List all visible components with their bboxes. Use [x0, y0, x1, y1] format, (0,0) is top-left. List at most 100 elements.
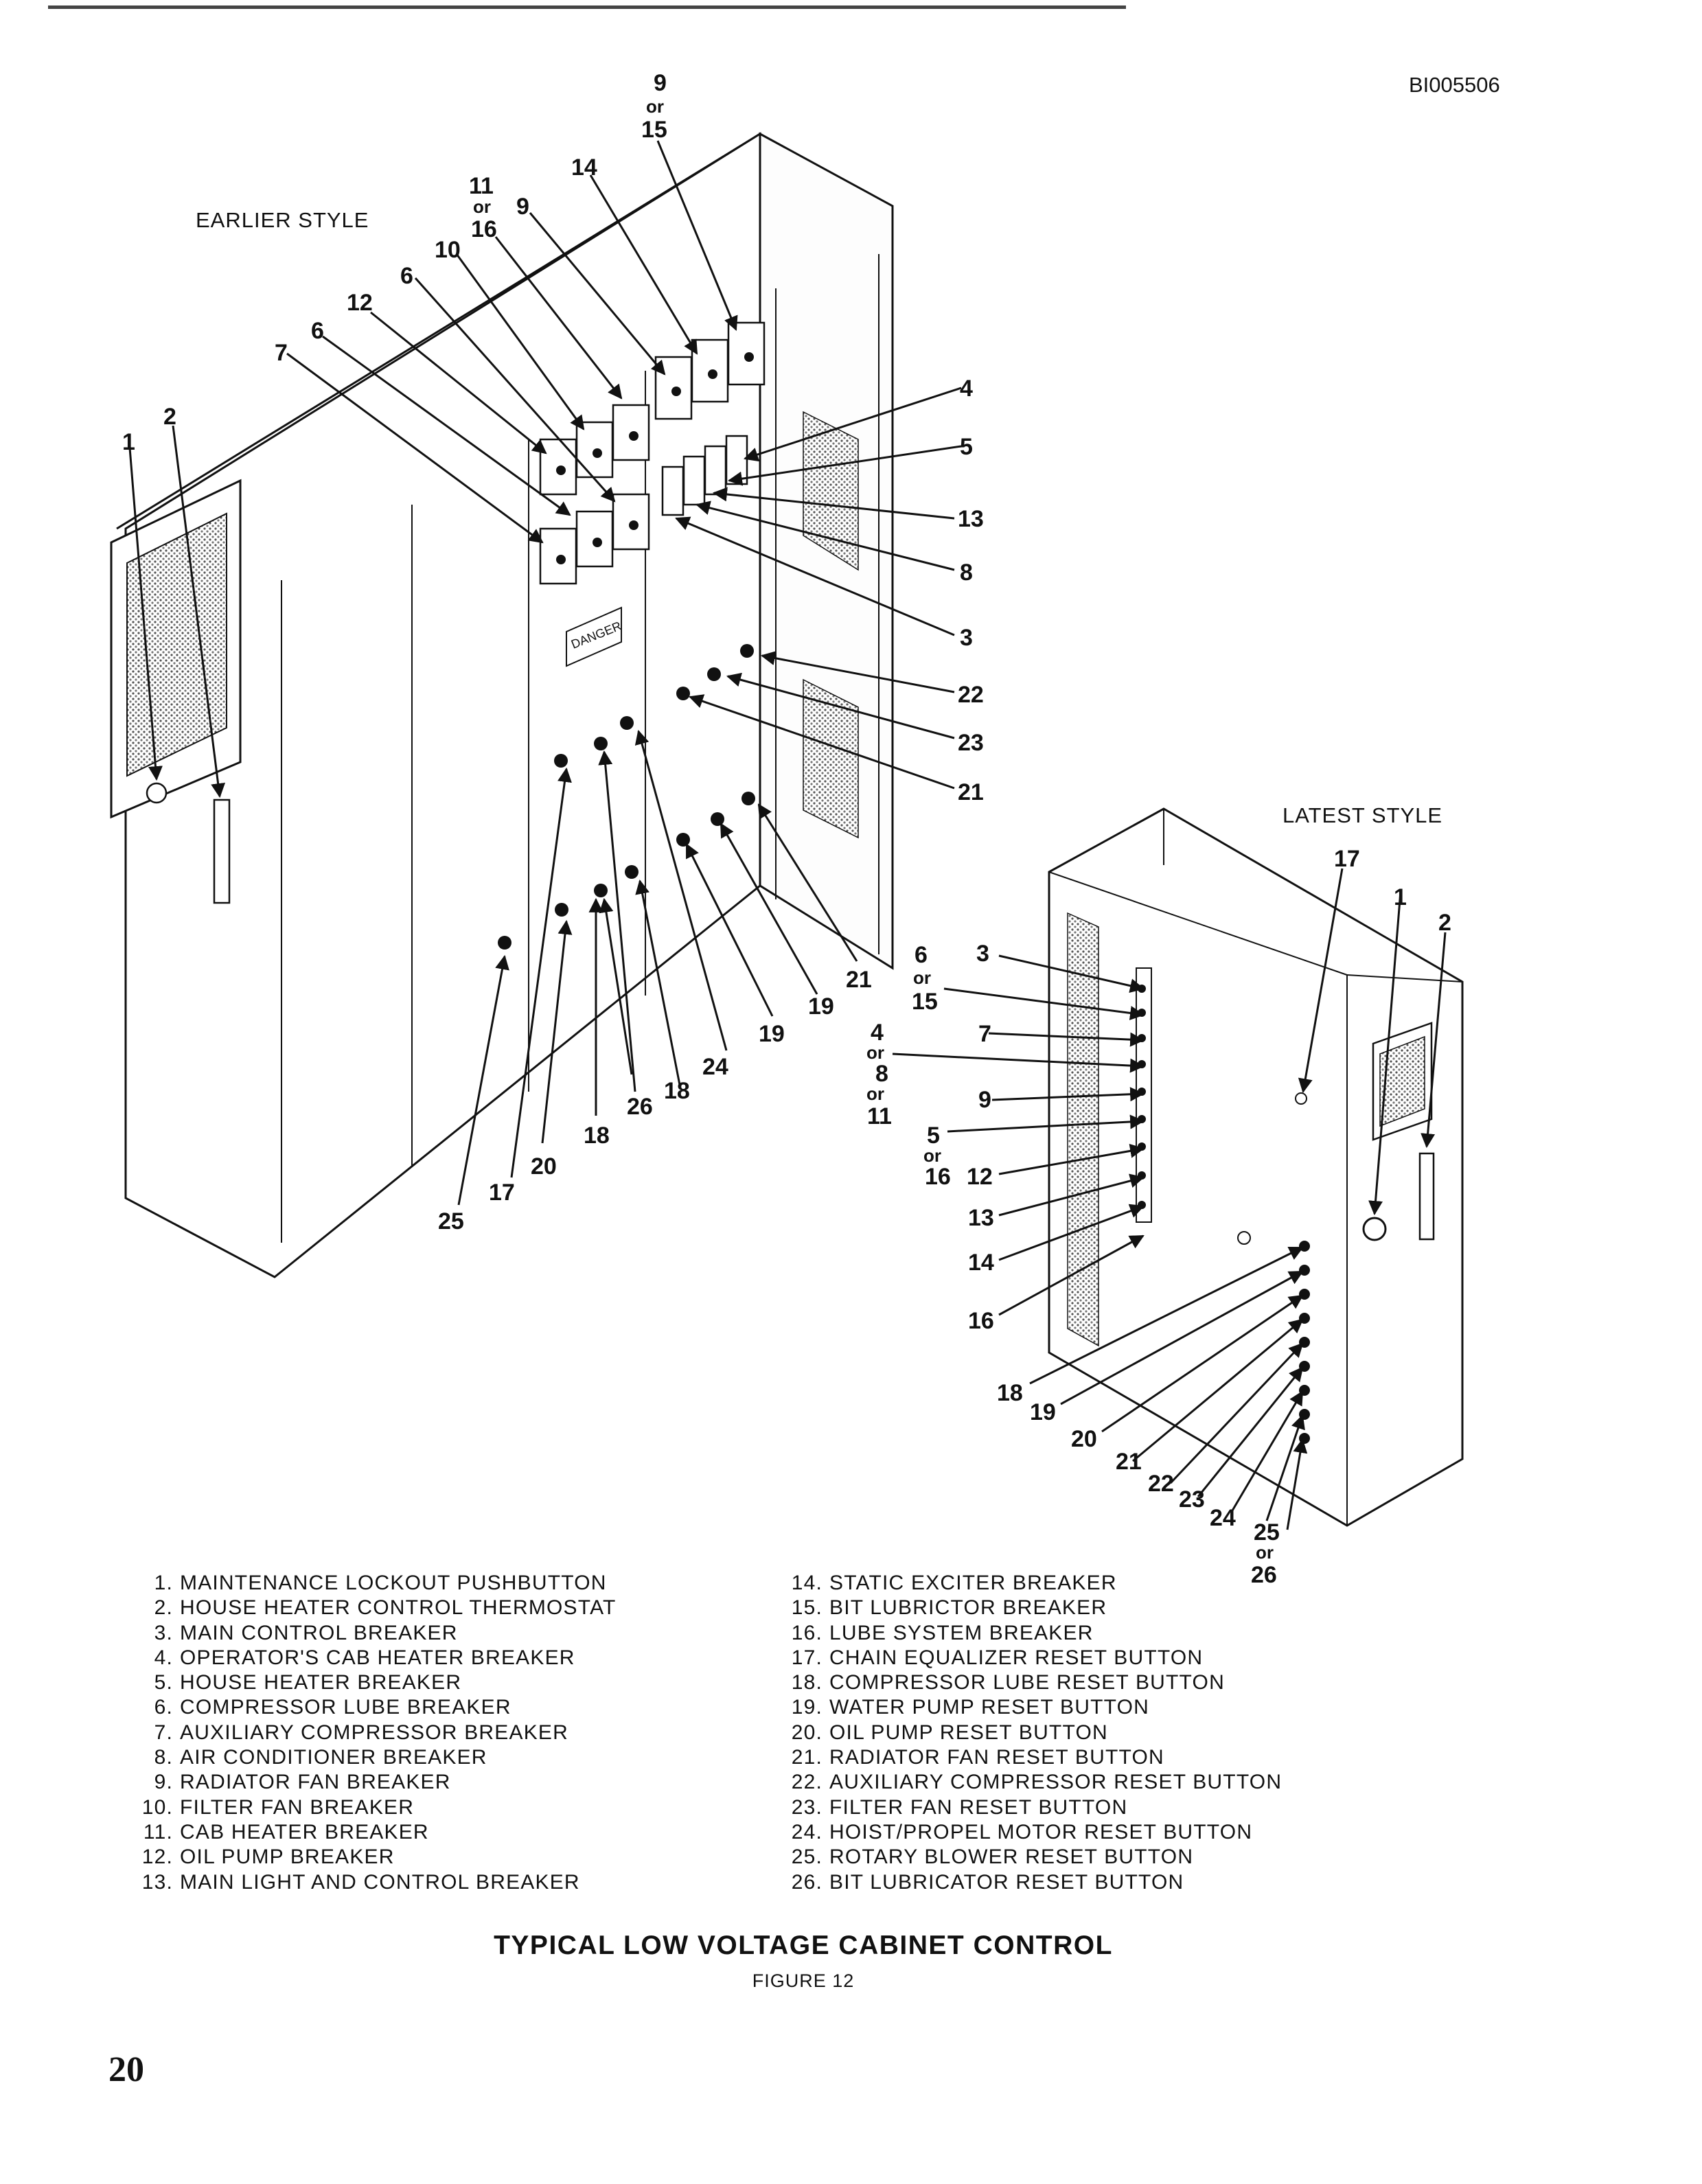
legend-item: 24.HOIST/PROPEL MOTOR RESET BUTTON: [791, 1820, 1253, 1843]
latest-callouts: 17 1 2 6 or 15 3 4 or 8 or 11 7 9 5 or 1…: [866, 846, 1451, 1588]
callout-24: 24: [702, 1054, 728, 1080]
earlier-style-cabinet: DANGER: [110, 132, 894, 1278]
legend-item: 13.MAIN LIGHT AND CONTROL BREAKER: [141, 1870, 580, 1894]
legend-left: 1.MAINTENANCE LOCKOUT PUSHBUTTON 2.HOUSE…: [130, 1571, 617, 1895]
callout-1: 1: [122, 429, 135, 455]
callout-7: 7: [275, 340, 288, 366]
callout-13: 13: [958, 506, 984, 532]
legend-item: 21.RADIATOR FAN RESET BUTTON: [791, 1746, 1164, 1769]
legend-item: 8.AIR CONDITIONER BREAKER: [154, 1746, 487, 1769]
legend-item: 9.RADIATOR FAN BREAKER: [154, 1771, 451, 1794]
document-id: BI005506: [1409, 73, 1500, 97]
callout-14: 14: [968, 1250, 994, 1276]
callout-17: 17: [1334, 846, 1360, 872]
legend-item: 23.FILTER FAN RESET BUTTON: [791, 1795, 1128, 1819]
earlier-style-label: EARLIER STYLE: [196, 208, 369, 232]
callout-3: 3: [960, 625, 973, 651]
callout-16: 16: [925, 1164, 951, 1190]
callout-20: 20: [531, 1153, 557, 1180]
callout-23: 23: [958, 730, 984, 756]
callout-21: 21: [846, 967, 872, 993]
legend-item: 11.CAB HEATER BREAKER: [143, 1820, 429, 1843]
callout-21: 21: [1116, 1449, 1142, 1475]
callout-20: 20: [1071, 1426, 1097, 1452]
callout-or: or: [1256, 1542, 1274, 1563]
callout-12: 12: [347, 290, 373, 316]
top-rule: [48, 5, 1126, 9]
callout-6: 6: [311, 318, 324, 344]
callout-or: or: [646, 96, 664, 117]
legend-item: 18.COMPRESSOR LUBE RESET BUTTON: [791, 1671, 1225, 1694]
legend-item: 19.WATER PUMP RESET BUTTON: [791, 1696, 1149, 1719]
callout-18: 18: [664, 1078, 690, 1104]
callout-9: 9: [978, 1087, 991, 1113]
legend-item: 1.MAINTENANCE LOCKOUT PUSHBUTTON: [154, 1572, 607, 1594]
callout-16: 16: [471, 216, 497, 242]
legend-item: 16.LUBE SYSTEM BREAKER: [791, 1621, 1094, 1644]
callout-22: 22: [958, 682, 984, 708]
callout-or: or: [913, 967, 931, 988]
callout-5: 5: [960, 434, 973, 460]
legend-item: 22.AUXILIARY COMPRESSOR RESET BUTTON: [791, 1771, 1283, 1794]
callout-3: 3: [976, 941, 989, 967]
legend-item: 2.HOUSE HEATER CONTROL THERMOSTAT: [154, 1596, 617, 1620]
legend-item: 20.OIL PUMP RESET BUTTON: [791, 1721, 1108, 1744]
legend-item: 7.AUXILIARY COMPRESSOR BREAKER: [154, 1721, 568, 1744]
callout-19: 19: [808, 993, 834, 1020]
callout-24: 24: [1210, 1505, 1236, 1531]
legend-item: 3.MAIN CONTROL BREAKER: [154, 1621, 458, 1644]
leader-lines: [128, 140, 1447, 1530]
callout-4: 4: [871, 1020, 884, 1046]
page-number: 20: [108, 2050, 144, 2089]
callout-18: 18: [997, 1380, 1023, 1406]
callout-or: or: [866, 1042, 884, 1063]
callout-11: 11: [469, 173, 494, 199]
figure-title: TYPICAL LOW VOLTAGE CABINET CONTROL: [494, 1931, 1113, 1960]
callout-5: 5: [927, 1123, 940, 1149]
legend-item: 10.FILTER FAN BREAKER: [141, 1795, 415, 1819]
callout-8: 8: [875, 1061, 888, 1087]
callout-2: 2: [1438, 910, 1451, 936]
legend-right: 14.STATIC EXCITER BREAKER 15.BIT LUBRICT…: [780, 1571, 1282, 1895]
callout-18: 18: [584, 1123, 610, 1149]
legend-item: 4.OPERATOR'S CAB HEATER BREAKER: [154, 1646, 575, 1669]
callout-13: 13: [968, 1205, 994, 1231]
callout-26: 26: [1251, 1562, 1277, 1588]
callout-25: 25: [1254, 1519, 1280, 1545]
legend-item: 12.OIL PUMP BREAKER: [141, 1846, 395, 1869]
legend-item: 25.ROTARY BLOWER RESET BUTTON: [791, 1846, 1194, 1869]
callout-19: 19: [1030, 1399, 1056, 1425]
callout-22: 22: [1148, 1471, 1174, 1497]
callout-6: 6: [400, 263, 413, 289]
latest-style-cabinet: [1048, 807, 1464, 1527]
callout-or: or: [866, 1083, 884, 1104]
callout-25: 25: [438, 1208, 464, 1234]
callout-1: 1: [1394, 884, 1407, 910]
callout-8: 8: [960, 560, 973, 586]
callout-15: 15: [912, 989, 938, 1015]
callout-9: 9: [516, 194, 529, 220]
callout-or: or: [923, 1145, 941, 1166]
callout-11: 11: [867, 1103, 892, 1129]
callout-23: 23: [1179, 1486, 1205, 1513]
callout-17: 17: [489, 1180, 515, 1206]
callout-2: 2: [163, 404, 176, 430]
callout-10: 10: [435, 237, 461, 263]
callout-12: 12: [967, 1164, 993, 1190]
callout-4: 4: [960, 376, 973, 402]
callout-or: or: [473, 196, 491, 217]
legend-item: 5.HOUSE HEATER BREAKER: [154, 1671, 462, 1694]
legend-item: 17.CHAIN EQUALIZER RESET BUTTON: [791, 1646, 1204, 1669]
legend-item: 15.BIT LUBRICTOR BREAKER: [791, 1596, 1107, 1620]
callout-9: 9: [654, 70, 667, 96]
legend-item: 6.COMPRESSOR LUBE BREAKER: [154, 1696, 511, 1719]
callout-14: 14: [571, 154, 597, 181]
callout-15: 15: [641, 117, 667, 143]
latest-style-label: LATEST STYLE: [1283, 803, 1443, 827]
callout-19: 19: [759, 1021, 785, 1047]
figure-number: FIGURE 12: [752, 1970, 855, 1991]
callout-7: 7: [978, 1021, 991, 1047]
callout-21: 21: [958, 779, 984, 805]
